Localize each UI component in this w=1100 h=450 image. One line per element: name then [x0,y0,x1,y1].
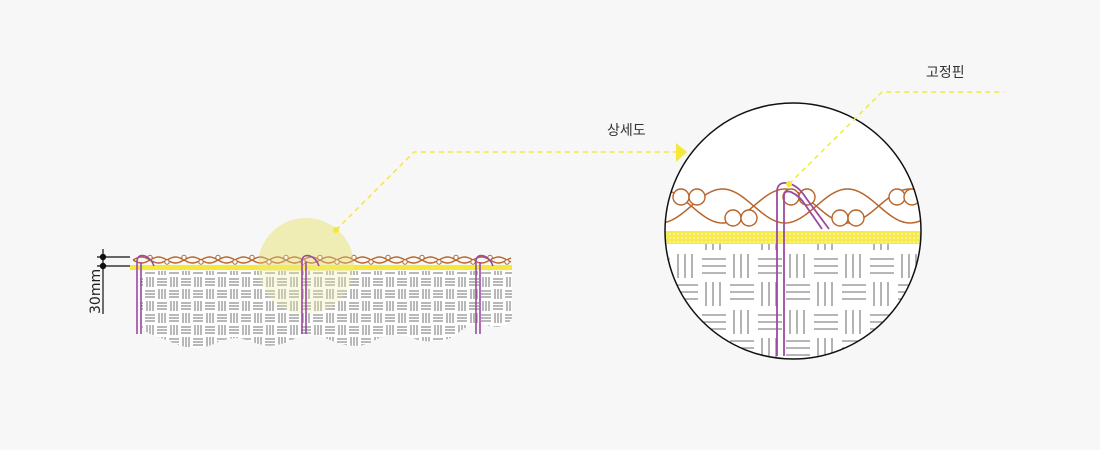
dimension-marker [97,249,130,314]
detail-base-layer [665,243,921,359]
fabric-rolls [147,254,510,265]
dimension-label: 30mm [88,269,104,314]
detail-label: 상세도 [607,123,646,139]
leader-line-pin [786,91,1004,187]
arrow-head [676,143,687,162]
detail-view [664,102,922,360]
base-layer [140,271,512,348]
turf-cross-section: 30mm [88,218,512,348]
detail-yellow-mesh [665,231,921,244]
fixing-pins [136,254,494,334]
pin-label: 고정핀 [926,65,965,81]
yellow-mesh-strip [130,265,512,270]
leader-line-detail [333,143,687,233]
